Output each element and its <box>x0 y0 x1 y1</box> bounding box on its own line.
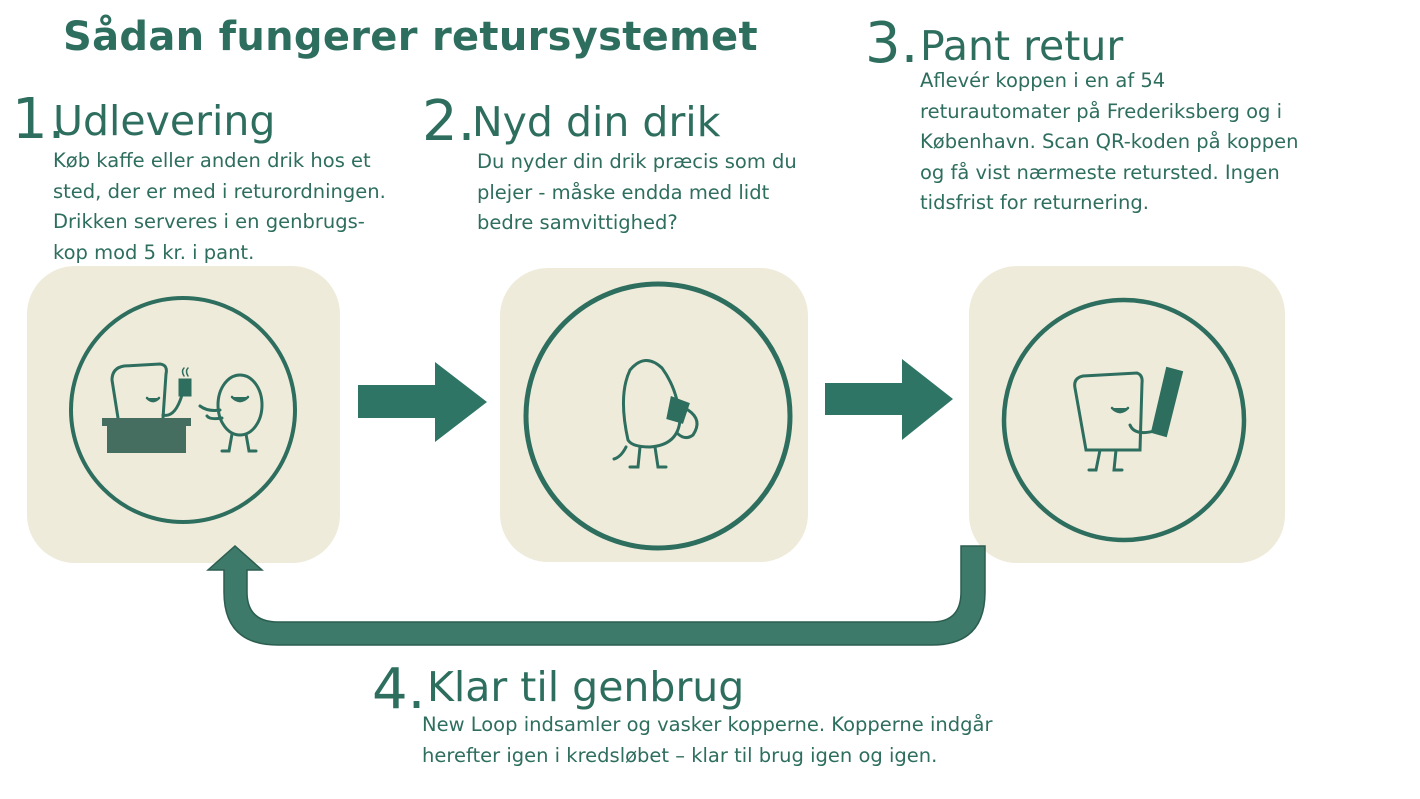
barista-customer-icon <box>102 362 264 453</box>
desc-line: plejer - måske endda med lidt <box>477 180 770 204</box>
arrow-step2-to-step3 <box>825 359 953 440</box>
desc-line: sted, der er med i returordningen. <box>53 179 386 203</box>
cup-with-stack-icon <box>1073 366 1184 472</box>
step-3-number: 3. <box>865 11 919 76</box>
step-4-heading: Klar til genbrug <box>427 663 745 711</box>
step-3-heading: Pant retur <box>920 22 1124 70</box>
desc-line: tidsfrist for returnering. <box>920 191 1149 214</box>
desc-line: herefter igen i kredsløbet – klar til br… <box>422 743 938 767</box>
desc-line: Aflevér koppen i en af 54 <box>920 69 1166 92</box>
step-3-panel <box>969 266 1285 563</box>
step-1-description: Køb kaffe eller anden drik hos et sted, … <box>53 146 386 268</box>
step-4-number: 4. <box>372 657 426 722</box>
step-2-number: 2. <box>422 89 476 154</box>
step-2-panel <box>500 268 808 562</box>
step-1-heading: Udlevering <box>53 97 276 145</box>
return-loop-arrow <box>206 544 986 646</box>
page-title: Sådan fungerer retursystemet <box>63 14 758 60</box>
desc-line: returautomater på Frederiksberg og i <box>920 99 1283 123</box>
step-1-number: 1. <box>12 87 66 152</box>
drinking-character-icon <box>612 359 699 469</box>
desc-line: New Loop indsamler og vasker kopperne. K… <box>422 713 993 736</box>
step-2-description: Du nyder din drik præcis som du plejer -… <box>477 147 797 239</box>
step-3-circle <box>1001 297 1247 543</box>
step-4-description: New Loop indsamler og vasker kopperne. K… <box>422 710 992 771</box>
desc-line: København. Scan QR-koden på koppen <box>920 130 1299 153</box>
desc-line: Du nyder din drik præcis som du <box>477 150 797 173</box>
desc-line: bedre samvittighed? <box>477 211 678 234</box>
step-2-heading: Nyd din drik <box>472 98 721 146</box>
step-2-circle <box>523 281 793 551</box>
desc-line: og få vist nærmeste retursted. Ingen <box>920 160 1280 184</box>
step-1-circle <box>69 296 297 524</box>
desc-line: Drikken serveres i en genbrugs- <box>53 210 365 233</box>
arrow-step1-to-step2 <box>358 362 487 442</box>
desc-line: kop mod 5 kr. i pant. <box>53 240 255 264</box>
desc-line: Køb kaffe eller anden drik hos et <box>53 149 371 172</box>
step-3-description: Aflevér koppen i en af 54 returautomater… <box>920 66 1298 219</box>
